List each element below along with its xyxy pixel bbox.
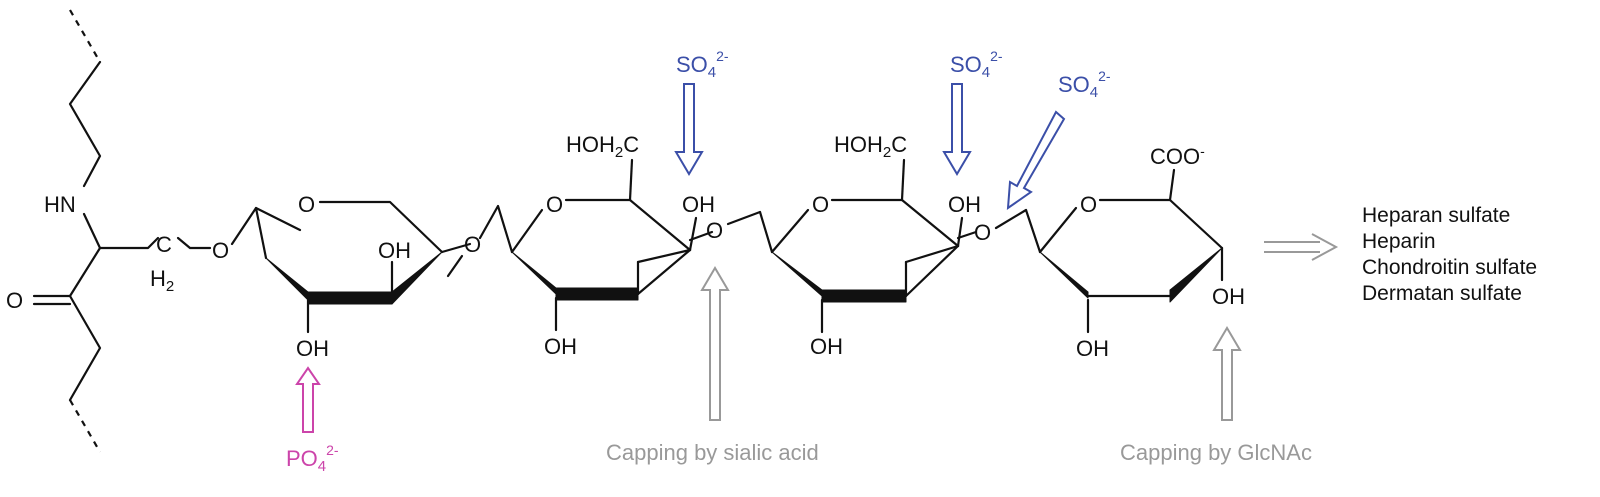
phosphate-label: PO42- [286, 442, 339, 475]
ring-4-oh-bottom: OH [1076, 336, 1109, 361]
product-arrow [1264, 233, 1339, 261]
ch2-carbon: C [156, 232, 172, 257]
sulfate-modification-3: SO42- [1006, 68, 1111, 211]
ring-3-oh-bottom: OH [810, 334, 843, 359]
ring-1-oxygen: O [298, 192, 315, 217]
serine-backbone [32, 9, 212, 453]
ring-1-oh-top: OH [378, 238, 411, 263]
hn-label: HN [44, 192, 76, 217]
ring-2-oxygen: O [546, 192, 563, 217]
ring-4-wedge-right [1169, 247, 1223, 303]
ring-1 [230, 200, 472, 334]
sulfate-arrow-2 [942, 83, 972, 176]
product-list: Heparan sulfate Heparin Chondroitin sulf… [1362, 204, 1537, 305]
glycosidic-oxygen-4: O [974, 220, 991, 245]
phosphate-arrow [295, 366, 321, 433]
ring-2-hydroxymethyl: HOH2C [566, 132, 639, 161]
glycosidic-oxygen-1: O [212, 238, 229, 263]
sialic-acid-capping: Capping by sialic acid [606, 266, 819, 465]
ring-3-wedge-left [771, 251, 823, 297]
ring-4-oh-right: OH [1212, 284, 1245, 309]
ring-3-oh-right: OH [948, 192, 981, 217]
ring-1-wedge-left [265, 257, 309, 301]
sulfate-arrow-1 [674, 83, 704, 176]
ring-2-wedge-bottom [555, 287, 639, 301]
product-item: Heparin [1362, 230, 1436, 253]
ring-3-hydroxymethyl: HOH2C [834, 132, 907, 161]
ring-4 [1024, 168, 1224, 334]
ring-3-wedge-bottom [821, 289, 907, 303]
ring-1-oh-bottom: OH [296, 336, 329, 361]
ring-3-oxygen: O [812, 192, 829, 217]
glcnac-capping-label: Capping by GlcNAc [1120, 440, 1312, 465]
ring-2-oh-right: OH [682, 192, 715, 217]
glycosidic-oxygen-2: O [464, 232, 481, 257]
ring-4-wedge-left [1039, 251, 1089, 299]
glcnac-capping: Capping by GlcNAc [1120, 326, 1312, 465]
ring-2-oh-bottom: OH [544, 334, 577, 359]
ch2-hydrogens: H2 [150, 266, 174, 295]
sulfate-modification-2: SO42- [942, 48, 1003, 176]
product-item: Chondroitin sulfate [1362, 256, 1537, 279]
product-item: Dermatan sulfate [1362, 282, 1522, 305]
ring-2-wedge-left [511, 251, 557, 295]
ring-1-wedge-bottom [307, 291, 393, 305]
ring-4-carboxylate: COO- [1150, 143, 1205, 169]
product-item: Heparan sulfate [1362, 204, 1510, 227]
sulfate-arrow-3 [1006, 110, 1066, 211]
sulfate-label-1: SO42- [676, 48, 729, 81]
sialic-capping-label: Capping by sialic acid [606, 440, 819, 465]
ring-2 [478, 158, 714, 332]
sulfate-label-3: SO42- [1058, 68, 1111, 101]
ketone-oxygen: O [6, 288, 23, 313]
sialic-capping-arrow [700, 266, 730, 421]
sulfate-label-2: SO42- [950, 48, 1003, 81]
glcnac-capping-arrow [1212, 326, 1242, 421]
phosphate-modification: PO42- [286, 366, 339, 475]
sulfate-modification-1: SO42- [674, 48, 729, 176]
glycosidic-oxygen-3: O [706, 218, 723, 243]
ring-3 [758, 158, 978, 334]
ring-4-oxygen: O [1080, 192, 1097, 217]
ring-1-wedge-right [391, 251, 443, 305]
